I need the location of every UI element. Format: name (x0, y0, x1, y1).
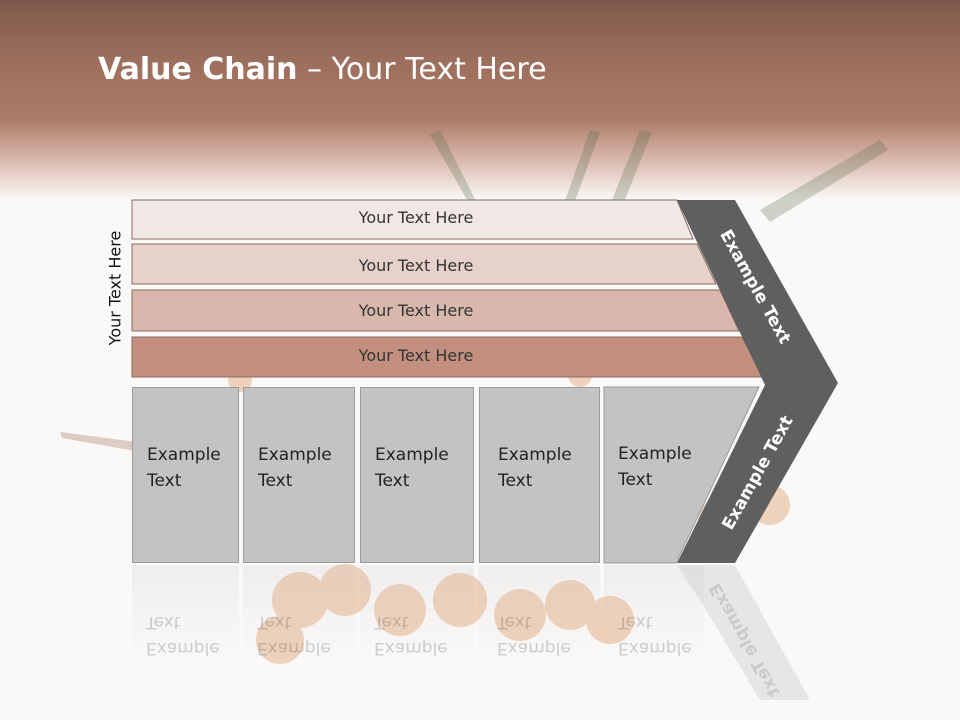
slide-title: Value Chain – Your Text Here (98, 52, 547, 87)
support-row-3-label: Your Text Here (358, 301, 474, 320)
support-row-4-label: Your Text Here (358, 346, 474, 365)
title-bold: Value Chain (98, 52, 298, 87)
margin-chevron (677, 200, 838, 563)
support-row-1-label: Your Text Here (358, 208, 474, 227)
primary-activity-5-shape (603, 386, 760, 564)
support-row-3 (131, 289, 740, 332)
slide-header-band (0, 0, 960, 200)
title-rest: – Your Text Here (297, 52, 547, 87)
support-row-1 (131, 199, 694, 240)
chevron-reflection (677, 565, 810, 700)
support-row-2 (131, 243, 717, 285)
support-row-2-label: Your Text Here (358, 256, 474, 275)
